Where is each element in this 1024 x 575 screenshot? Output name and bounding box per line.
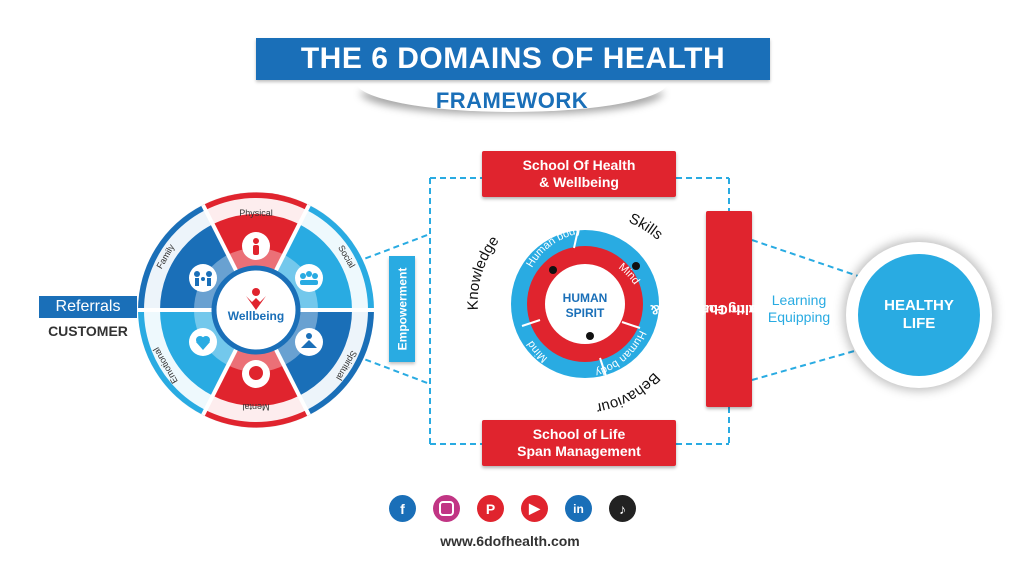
linkedin-icon[interactable]: in — [565, 495, 592, 522]
wellbeing-center-label: Wellbeing — [228, 309, 284, 323]
page-title: THE 6 DOMAINS OF HEALTH — [300, 42, 726, 75]
person-icon — [242, 232, 270, 260]
healthy-life-line1: HEALTHY — [884, 297, 954, 314]
learning-line2: Equipping — [767, 309, 831, 325]
school-of-health-box: School Of Health& Wellbeing — [482, 151, 676, 197]
website-link[interactable]: www.6dofhealth.com — [440, 533, 580, 549]
group-icon — [295, 264, 323, 292]
family-icon — [189, 264, 217, 292]
core-center-line2: SPIRIT — [566, 306, 605, 320]
wellbeing-wheel: Wellbeing Physical Social Spiritual Ment… — [138, 192, 374, 428]
dot-marker — [549, 266, 557, 274]
instagram-icon[interactable] — [433, 495, 460, 522]
outer-label-skills: Skills — [626, 210, 666, 243]
outer-label-behaviour: Behaviour — [595, 369, 663, 416]
head-icon — [242, 360, 270, 388]
outer-label-knowledge: Knowledge — [465, 233, 503, 311]
dot-marker — [586, 332, 594, 340]
connector-lines — [355, 177, 859, 445]
school-of-health-line1: School Of Health — [522, 157, 636, 173]
meditation-icon — [295, 328, 323, 356]
facebook-icon[interactable]: f — [389, 495, 416, 522]
empowerment-label: Empowerment — [395, 267, 409, 351]
healthy-life-line2: LIFE — [902, 315, 936, 332]
pinterest-icon[interactable]: P — [477, 495, 504, 522]
youtube-icon[interactable]: ▶ — [521, 495, 548, 522]
title-banner: THE 6 DOMAINS OF HEALTH — [256, 38, 770, 80]
health-coaching-box: Health Coaching &Mentoring Hub — [650, 211, 795, 407]
heart-icon — [189, 328, 217, 356]
referrals-label: Referrals — [39, 296, 137, 318]
tiktok-icon[interactable]: ♪ — [609, 495, 636, 522]
learning-line1: Learning — [771, 292, 827, 308]
wellbeing-logo-icon — [246, 288, 266, 310]
empowerment-bar: Empowerment — [389, 256, 415, 362]
school-of-health-line2: & Wellbeing — [539, 174, 619, 190]
school-of-life-line2: Span Management — [517, 443, 641, 459]
core-center-line1: HUMAN — [563, 291, 608, 305]
label-physical: Physical — [239, 208, 273, 218]
customer-label: CUSTOMER — [48, 323, 128, 339]
core-rings: HUMAN SPIRIT Human body Mind Human body … — [465, 210, 666, 417]
page-subtitle: FRAMEWORK — [435, 88, 589, 113]
school-of-life-line1: School of Life — [532, 426, 626, 442]
label-mental: Mental — [242, 402, 269, 412]
dot-marker — [632, 262, 640, 270]
